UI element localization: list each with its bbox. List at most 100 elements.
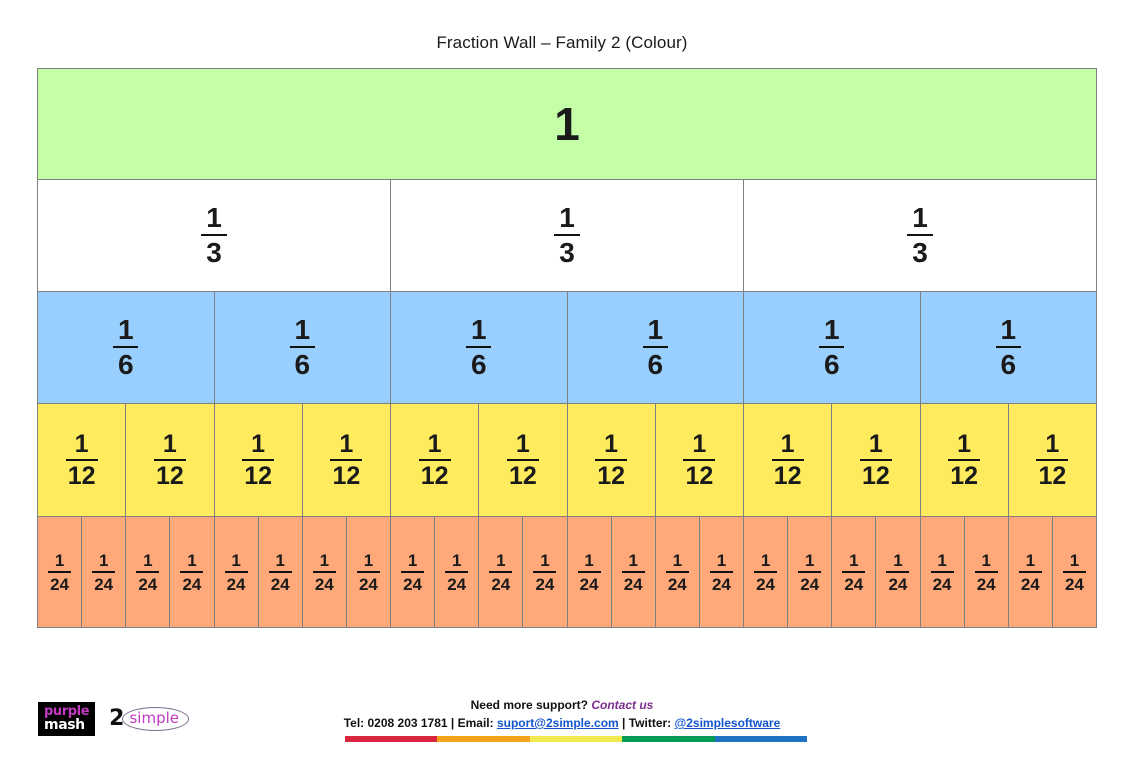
fraction-cell-third[interactable]: 1 3 — [744, 180, 1096, 291]
fraction-bar — [1018, 570, 1042, 573]
fraction-bar — [224, 570, 248, 573]
fraction-denominator: 24 — [314, 574, 334, 594]
fraction-numerator: 1 — [540, 550, 550, 570]
fraction-bar — [242, 458, 275, 461]
fraction-numerator: 1 — [868, 429, 883, 458]
fraction-bar — [92, 570, 116, 573]
fraction-numerator: 1 — [363, 550, 374, 570]
fraction-numerator: 1 — [74, 429, 89, 458]
fraction-denominator: 24 — [667, 574, 687, 594]
fraction-bar — [136, 570, 160, 573]
fraction-bar — [930, 570, 954, 573]
fraction-bar — [356, 570, 380, 573]
footer-email-label: Email: — [457, 716, 497, 730]
fraction-denominator: 24 — [403, 574, 423, 594]
fraction-cell-third[interactable]: 1 3 — [391, 180, 744, 291]
page-title: Fraction Wall – Family 2 (Colour) — [436, 33, 688, 52]
fraction-bar — [554, 234, 580, 236]
fraction-denominator: 3 — [206, 237, 222, 268]
fraction-bar — [113, 346, 139, 348]
fraction-denominator: 24 — [182, 574, 202, 594]
fraction-denominator: 3 — [559, 237, 575, 268]
fraction-numerator: 1 — [251, 429, 266, 458]
purple-mash-logo-bottom: mash — [44, 717, 85, 733]
fraction-numerator: 1 — [1000, 314, 1017, 345]
fraction-numerator: 1 — [912, 202, 928, 233]
fraction-numerator: 1 — [143, 550, 153, 570]
fraction-cell-third[interactable]: 1 3 — [38, 180, 391, 291]
fraction-numerator: 1 — [98, 550, 109, 570]
contact-us-link[interactable]: Contact us — [591, 698, 654, 712]
fraction-numerator: 1 — [470, 314, 487, 345]
fraction-denominator: 6 — [823, 349, 840, 380]
fraction-numerator: 1 — [823, 314, 840, 345]
footer-twitter-link[interactable]: @2simplesoftware — [674, 716, 781, 730]
fraction-cell-whole[interactable]: 1 — [38, 69, 1096, 179]
fraction-denominator: 24 — [358, 574, 378, 594]
fraction-denominator: 24 — [623, 574, 643, 594]
fraction-denominator: 12 — [950, 461, 979, 490]
fraction-bar — [859, 458, 892, 461]
fraction-bar — [153, 458, 186, 461]
footer-email-link[interactable]: suport@2simple.com — [496, 716, 619, 730]
fraction-denominator: 24 — [711, 574, 731, 594]
fraction-denominator: 12 — [244, 461, 273, 490]
fraction-denominator: 12 — [685, 461, 714, 490]
fraction-numerator: 1 — [162, 429, 177, 458]
